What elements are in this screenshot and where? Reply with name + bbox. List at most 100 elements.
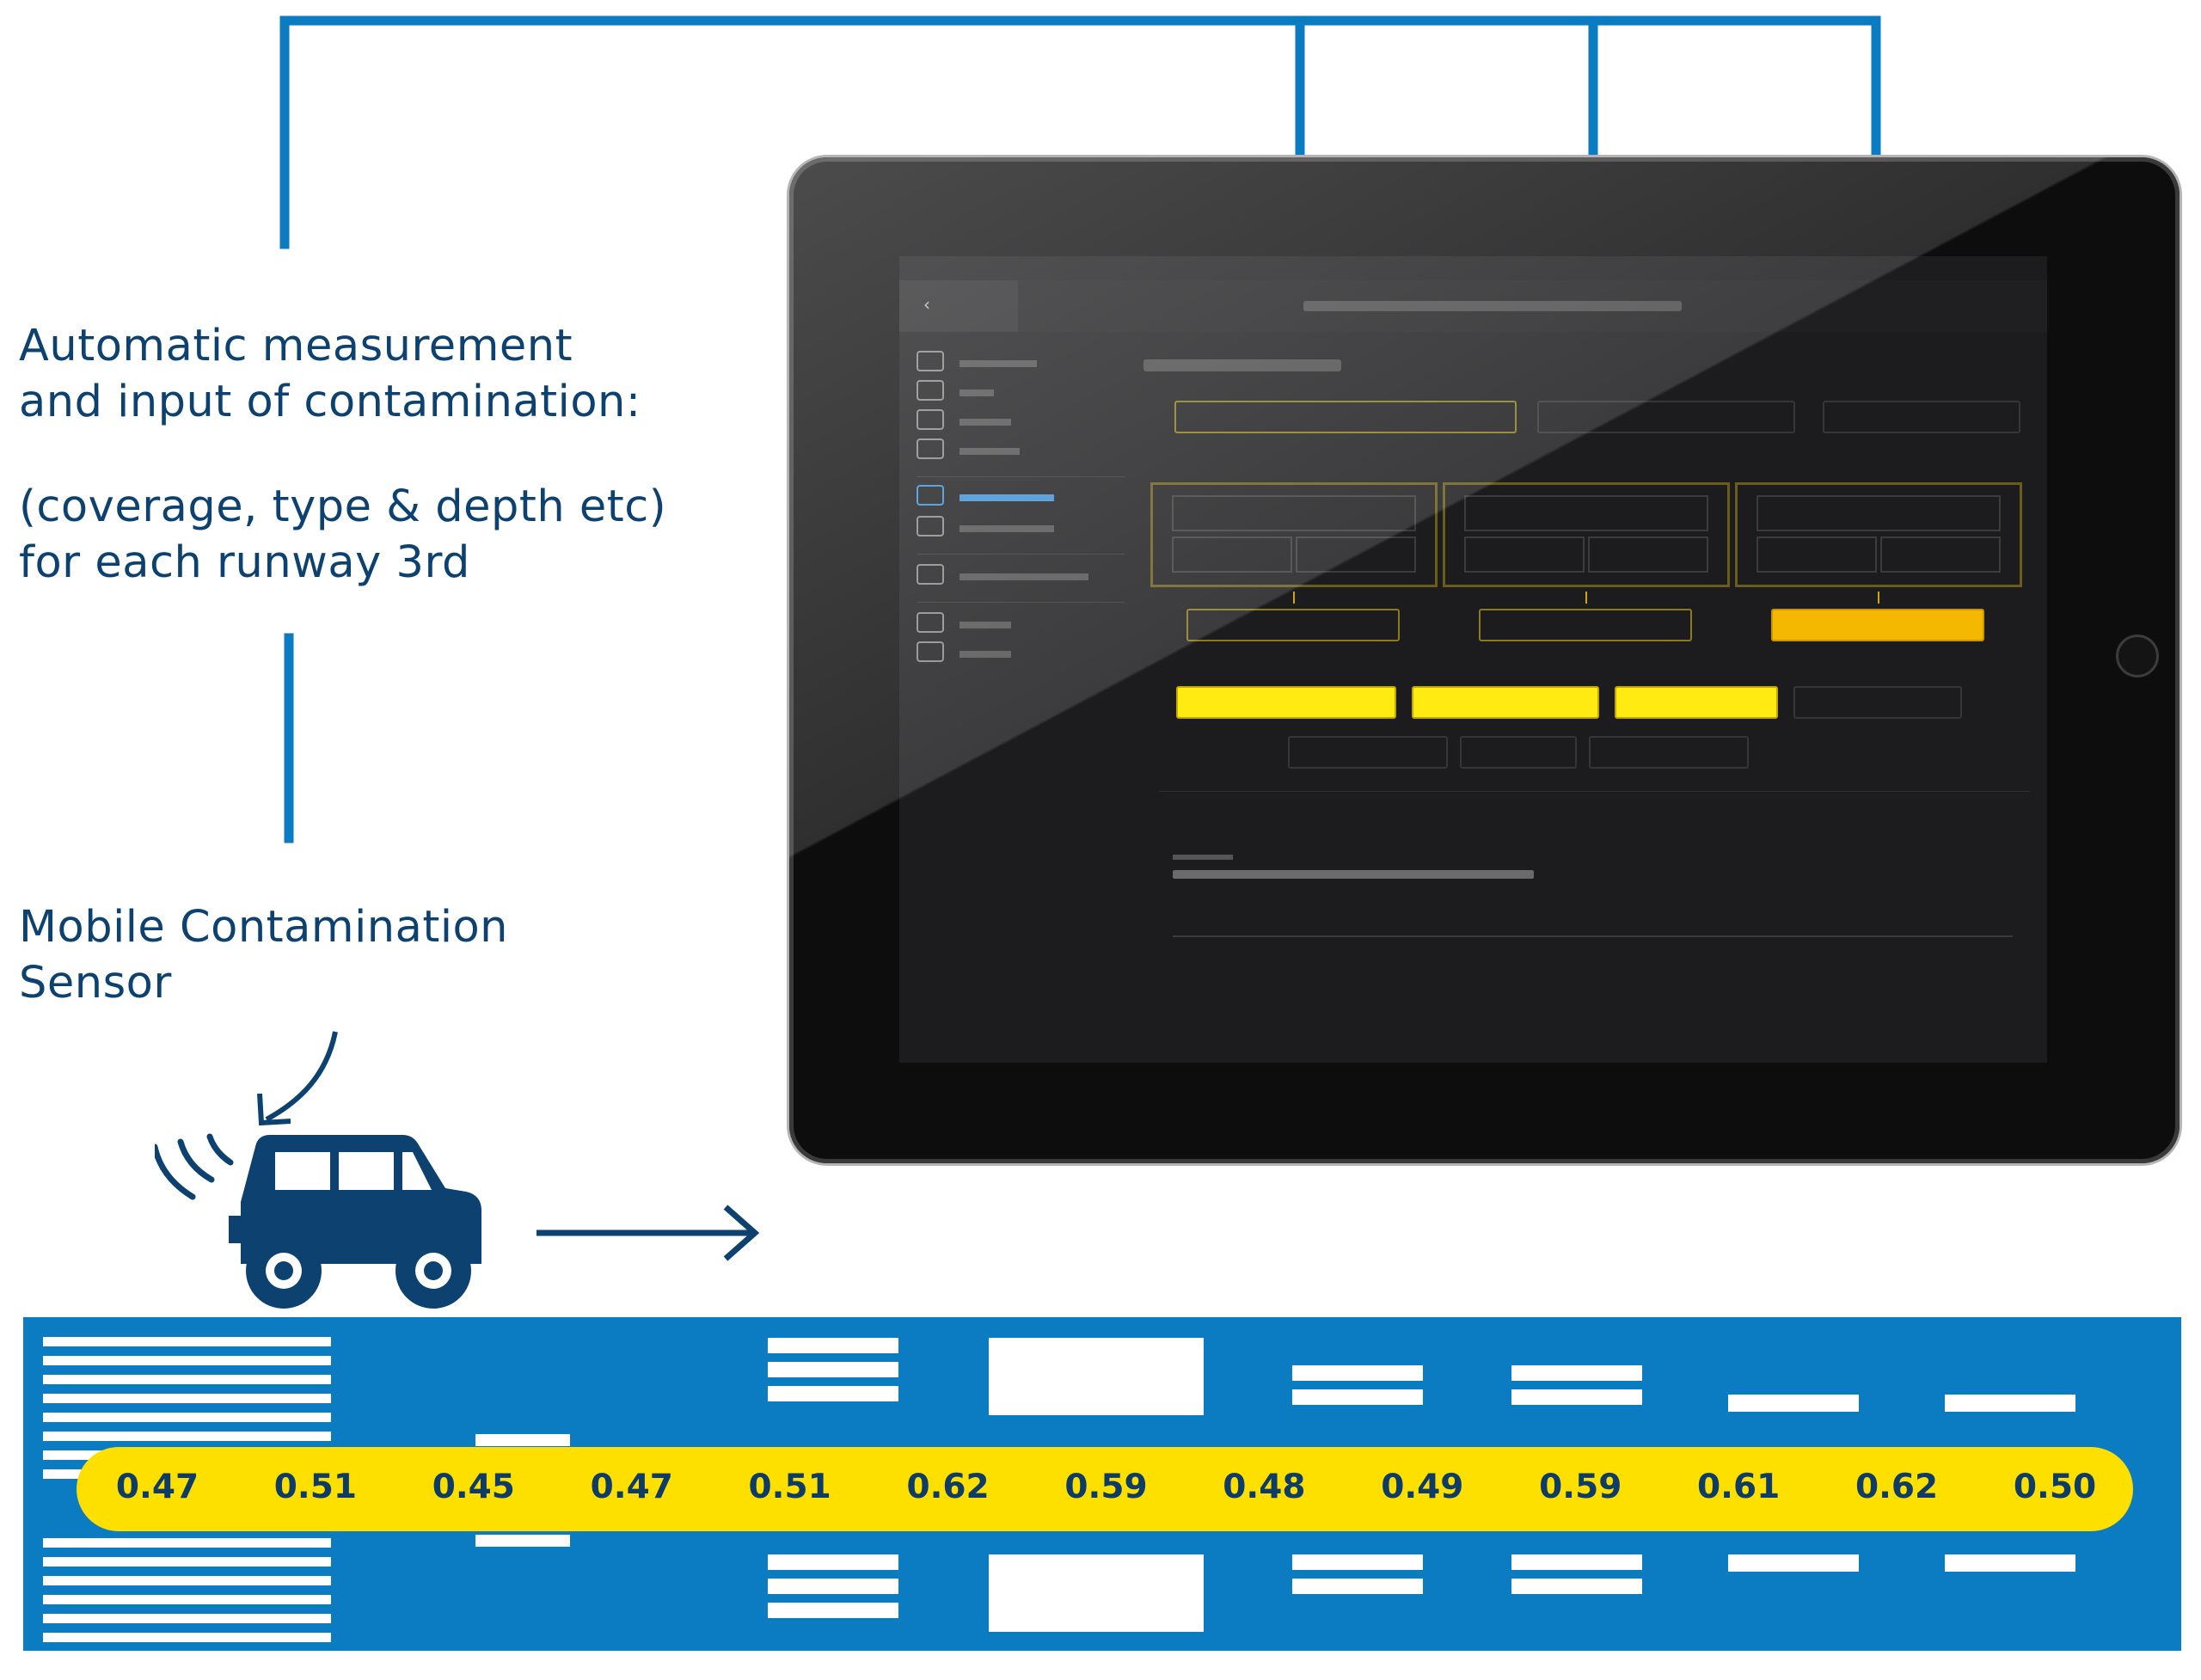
- suv-vehicle-icon: [229, 1135, 481, 1309]
- zone-b-depth[interactable]: [1588, 536, 1708, 573]
- designator-mark: [475, 1434, 570, 1446]
- zone-a-connector: [1293, 592, 1295, 604]
- touchdown-mark: [1511, 1579, 1642, 1594]
- friction-value: 0.47: [590, 1468, 673, 1506]
- remarks-underline: [1173, 935, 2013, 937]
- touchdown-mark: [1728, 1554, 1859, 1572]
- threshold-stripe: [43, 1337, 331, 1346]
- sidebar-item-secondary[interactable]: [917, 516, 1054, 545]
- zone-a-type[interactable]: [1172, 495, 1416, 531]
- friction-value: 0.59: [1539, 1468, 1622, 1506]
- arrow-right-icon: [536, 1205, 760, 1261]
- tag-drifting-snow[interactable]: [1288, 736, 1448, 769]
- zone-a-card[interactable]: [1150, 482, 1438, 587]
- zone-c-coverage[interactable]: [1757, 536, 1877, 573]
- touchdown-mark: [1728, 1395, 1859, 1412]
- app-top-bar: ‹: [899, 280, 2047, 332]
- runway-alt-icon: [917, 516, 944, 536]
- zone-c-card[interactable]: [1735, 482, 2022, 587]
- touchdown-mark: [1292, 1579, 1423, 1594]
- tag-snowbanks[interactable]: [1615, 686, 1778, 719]
- tablet-screen: ‹: [899, 256, 2047, 1063]
- sidebar-item-map[interactable]: [917, 380, 994, 409]
- remarks-label: [1173, 855, 1233, 860]
- threshold-stripe: [43, 1576, 331, 1585]
- touchdown-mark: [768, 1554, 898, 1570]
- touchdown-mark: [768, 1579, 898, 1594]
- threshold-stripe: [43, 1633, 331, 1642]
- threshold-stripe: [43, 1557, 331, 1567]
- threshold-stripe: [43, 1538, 331, 1548]
- map-icon: [917, 380, 944, 401]
- friction-value: 0.62: [906, 1468, 990, 1506]
- tag-cleared-width[interactable]: [1412, 686, 1599, 719]
- back-icon: ‹: [923, 294, 930, 315]
- zone-c-depth[interactable]: [1880, 536, 2001, 573]
- zone-c-connector: [1878, 592, 1879, 604]
- cloud-icon: [917, 564, 944, 585]
- tag-chem-treatment[interactable]: [1589, 736, 1749, 769]
- sidebar: [899, 332, 1125, 1063]
- threshold-stripe: [43, 1394, 331, 1403]
- tag-loose-sand[interactable]: [1460, 736, 1577, 769]
- touchdown-mark: [1511, 1365, 1642, 1381]
- runway-info-pill-2[interactable]: [1823, 401, 2020, 433]
- zone-b-connector: [1585, 592, 1587, 604]
- menu-button[interactable]: ‹: [899, 280, 1018, 332]
- home-button[interactable]: [2116, 635, 2159, 678]
- friction-value: 0.62: [1855, 1468, 1939, 1506]
- curved-arrow-icon: [257, 1031, 338, 1126]
- threshold-stripe: [43, 1432, 331, 1441]
- tag-cleared-length[interactable]: [1176, 686, 1396, 719]
- threshold-stripe: [43, 1671, 331, 1680]
- power-icon: [917, 641, 944, 662]
- sidebar-item-about[interactable]: [917, 612, 1011, 641]
- sidebar-item-archive[interactable]: [917, 438, 1020, 468]
- report-icon: [917, 409, 944, 430]
- annotation-line-3: (coverage, type & depth etc): [19, 481, 667, 532]
- touchdown-mark: [1945, 1395, 2075, 1412]
- info-icon: [917, 612, 944, 633]
- section-divider: [1159, 791, 2030, 792]
- touchdown-mark: [1511, 1554, 1642, 1570]
- zone-c-rwycc[interactable]: [1771, 609, 1984, 641]
- sidebar-item-report[interactable]: [917, 409, 1011, 438]
- touchdown-mark: [768, 1386, 898, 1401]
- sensor-label-line-1: Mobile Contamination: [19, 902, 509, 953]
- friction-value: 0.47: [115, 1468, 199, 1506]
- annotation-line-1: Automatic measurement: [19, 321, 573, 371]
- tag-adj-snowbanks[interactable]: [1793, 686, 1962, 719]
- zone-a-rwycc[interactable]: [1186, 609, 1400, 641]
- friction-band: [77, 1447, 2133, 1531]
- aiming-point-mark: [989, 1338, 1204, 1415]
- main-panel: [1125, 332, 2047, 1063]
- zone-a-coverage[interactable]: [1172, 536, 1292, 573]
- sidebar-separator: [917, 476, 1125, 477]
- sidebar-item-dashboard[interactable]: [917, 351, 1037, 380]
- remarks-text: [1173, 870, 1534, 879]
- friction-value: 0.45: [432, 1468, 515, 1506]
- sidebar-separator: [917, 554, 1125, 555]
- zone-b-coverage[interactable]: [1464, 536, 1585, 573]
- zone-a-depth[interactable]: [1296, 536, 1416, 573]
- measurement-annotation: Automatic measurement and input of conta…: [19, 318, 641, 430]
- runway-info-pill[interactable]: [1537, 401, 1795, 433]
- zone-c-type[interactable]: [1757, 495, 2001, 531]
- sidebar-item-logout[interactable]: [917, 641, 1011, 671]
- sidebar-item-active[interactable]: [917, 485, 1054, 514]
- annotation-line-2: and input of contamination:: [19, 377, 641, 427]
- sensor-label-line-2: Sensor: [19, 958, 172, 1009]
- runway-condition-summary[interactable]: [1174, 401, 1517, 433]
- touchdown-mark: [1292, 1554, 1423, 1570]
- measurement-annotation-detail: (coverage, type & depth etc) for each ru…: [19, 479, 666, 591]
- sidebar-separator: [917, 602, 1125, 603]
- friction-value: 0.49: [1381, 1468, 1464, 1506]
- friction-value: 0.59: [1064, 1468, 1148, 1506]
- friction-value: 0.61: [1697, 1468, 1781, 1506]
- zone-b-card[interactable]: [1443, 482, 1730, 587]
- zone-b-rwycc[interactable]: [1479, 609, 1692, 641]
- zone-b-type[interactable]: [1464, 495, 1708, 531]
- friction-value: 0.50: [2013, 1468, 2097, 1506]
- sidebar-item-settings[interactable]: [917, 564, 1088, 593]
- friction-value: 0.51: [748, 1468, 831, 1506]
